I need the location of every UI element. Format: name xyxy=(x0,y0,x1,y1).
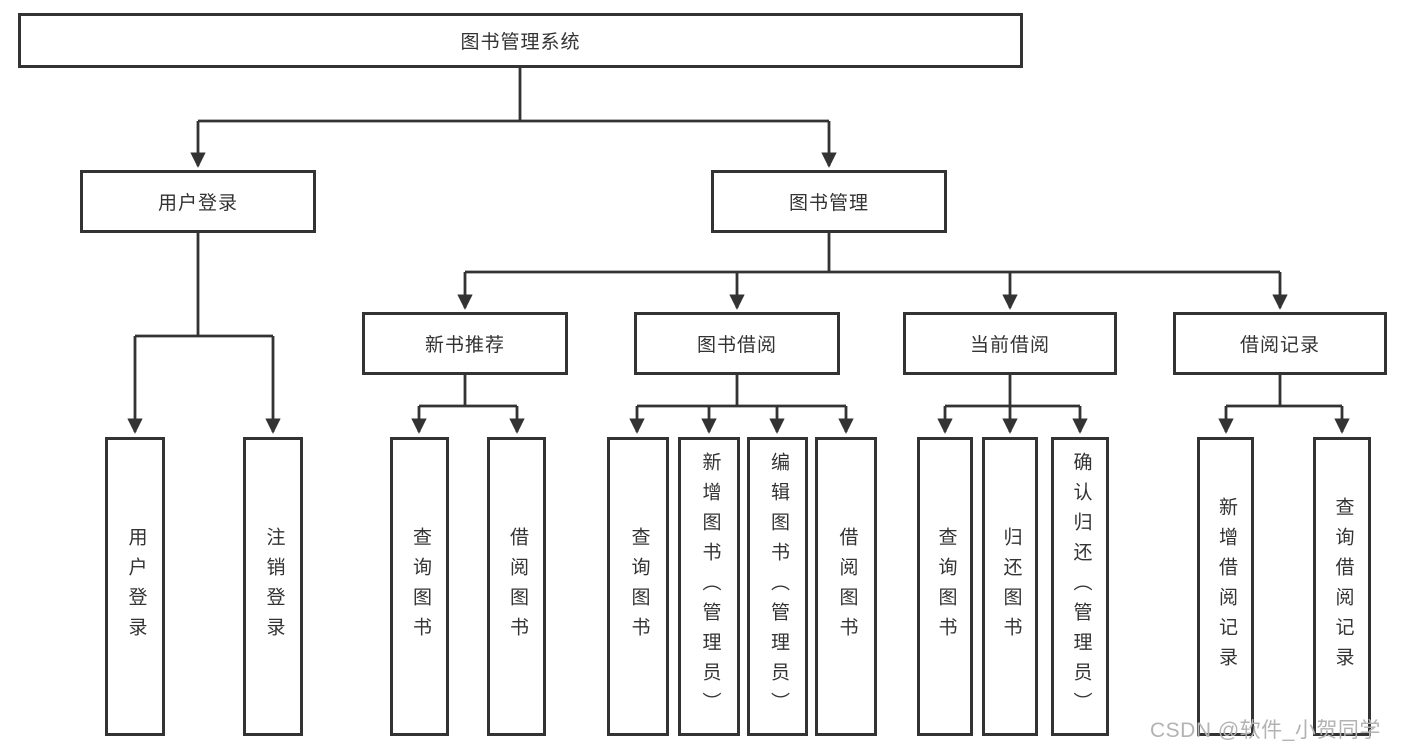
leaf-query-borrow-record: 查询借阅记录 xyxy=(1313,437,1371,736)
leaf-query-borrow-record-label: 查询借阅记录 xyxy=(1332,496,1354,677)
node-borrowing-records: 借阅记录 xyxy=(1173,312,1387,375)
leaf-add-book-admin: 新增图书（管理员） xyxy=(678,437,740,736)
leaf-query-books-recommend: 查询图书 xyxy=(390,437,449,736)
leaf-query-books-recommend-label: 查询图书 xyxy=(409,526,431,647)
node-book-management-label: 图书管理 xyxy=(788,193,869,214)
leaf-query-books-current-label: 查询图书 xyxy=(935,526,957,647)
node-book-management: 图书管理 xyxy=(711,170,947,233)
leaf-edit-book-admin-label: 编辑图书（管理员） xyxy=(767,451,789,722)
leaf-add-borrow-record: 新增借阅记录 xyxy=(1197,437,1254,736)
leaf-logout: 注销登录 xyxy=(243,437,303,736)
node-book-borrowing-label: 图书借阅 xyxy=(696,335,777,356)
csdn-watermark: CSDN @软件_小贺同学 xyxy=(1150,719,1381,742)
leaf-return-books-label: 归还图书 xyxy=(1000,526,1022,647)
node-borrowing-records-label: 借阅记录 xyxy=(1239,335,1320,356)
leaf-query-books-borrow-label: 查询图书 xyxy=(628,526,650,647)
leaf-return-books: 归还图书 xyxy=(982,437,1038,736)
leaf-user-login: 用户登录 xyxy=(105,437,165,736)
node-new-book-recommendation-label: 新书推荐 xyxy=(424,335,505,356)
leaf-borrow-books-recommend-label: 借阅图书 xyxy=(506,526,528,647)
leaf-borrow-books-borrow: 借阅图书 xyxy=(815,437,877,736)
leaf-user-login-label: 用户登录 xyxy=(125,526,147,647)
leaf-confirm-return-admin-label: 确认归还（管理员） xyxy=(1070,451,1092,722)
leaf-add-borrow-record-label: 新增借阅记录 xyxy=(1215,496,1237,677)
node-book-management-system: 图书管理系统 xyxy=(18,13,1023,68)
leaf-confirm-return-admin: 确认归还（管理员） xyxy=(1051,437,1109,736)
leaf-edit-book-admin: 编辑图书（管理员） xyxy=(747,437,808,736)
node-current-borrowing-label: 当前借阅 xyxy=(969,335,1050,356)
node-book-management-system-label: 图书管理系统 xyxy=(460,32,581,53)
leaf-borrow-books-recommend: 借阅图书 xyxy=(487,437,546,736)
node-user-login: 用户登录 xyxy=(80,170,316,233)
leaf-borrow-books-borrow-label: 借阅图书 xyxy=(836,526,858,647)
node-user-login-label: 用户登录 xyxy=(157,193,238,214)
leaf-logout-label: 注销登录 xyxy=(263,526,285,647)
node-book-borrowing: 图书借阅 xyxy=(634,312,840,375)
leaf-query-books-current: 查询图书 xyxy=(917,437,973,736)
node-new-book-recommendation: 新书推荐 xyxy=(362,312,568,375)
leaf-query-books-borrow: 查询图书 xyxy=(607,437,669,736)
leaf-add-book-admin-label: 新增图书（管理员） xyxy=(699,451,721,722)
node-current-borrowing: 当前借阅 xyxy=(903,312,1117,375)
